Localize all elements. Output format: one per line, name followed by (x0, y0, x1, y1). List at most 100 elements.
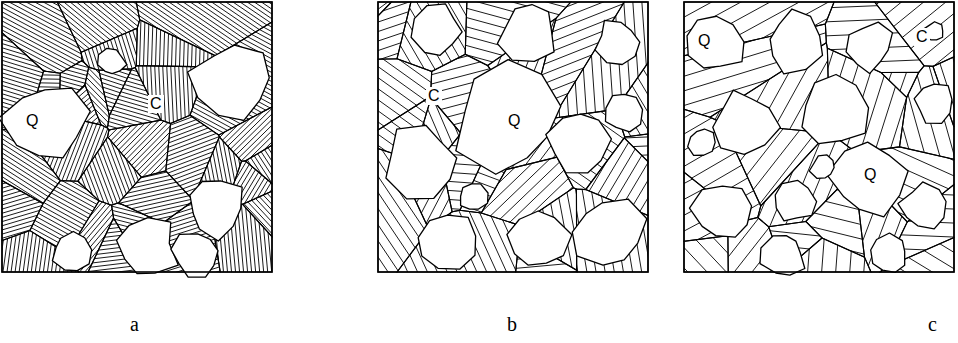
cleavage-line (0, 155, 351, 343)
cleavage-line (0, 0, 378, 297)
cleavage-line (0, 0, 525, 225)
cleavage-line (0, 0, 582, 299)
cleavage-line (0, 336, 526, 343)
cleavage-line (271, 0, 683, 343)
cleavage-line (0, 35, 205, 343)
cleavage-line (349, 0, 500, 343)
cleavage-line (0, 216, 223, 343)
cleavage-line (326, 0, 477, 343)
cleavage-line (0, 0, 477, 343)
cleavage-line (278, 0, 690, 343)
cleavage-line (13, 0, 584, 343)
cleavage-line (0, 0, 461, 340)
cleavage-line (0, 0, 134, 328)
cleavage-line (103, 0, 649, 343)
cleavage-line (0, 0, 467, 330)
cleavage-line (35, 0, 606, 343)
cleavage-line (0, 32, 208, 343)
cleavage-line (0, 0, 508, 247)
calcite-crystal (0, 0, 704, 343)
cleavage-line (135, 0, 681, 343)
cleavage-line (357, 0, 508, 343)
cleavage-line (0, 0, 541, 343)
calcite-crystal (0, 0, 557, 343)
cleavage-line (12, 19, 573, 343)
cleavage-line (264, 0, 676, 343)
cleavage-line (0, 0, 478, 34)
cleavage-line (0, 0, 362, 343)
cleavage-line (353, 20, 765, 343)
cleavage-line (0, 219, 221, 343)
cleavage-line (333, 0, 484, 343)
cleavage-line (0, 0, 634, 204)
cleavage-line (244, 0, 790, 272)
cleavage-line (268, 0, 680, 343)
cleavage-line (0, 0, 331, 343)
cleavage-line (0, 0, 357, 343)
cleavage-line (241, 0, 787, 275)
cleavage-line (538, 0, 689, 343)
cleavage-line (0, 89, 360, 343)
cleavage-line (0, 67, 301, 343)
cleavage-line (0, 0, 299, 343)
cleavage-line (0, 47, 195, 343)
cleavage-line (24, 30, 585, 343)
crystal-boundary (99, 69, 132, 116)
cleavage-line (196, 0, 347, 343)
cleavage-line (128, 26, 699, 343)
cleavage-line (153, 0, 304, 343)
cleavage-line (0, 7, 448, 343)
cleavage-line (374, 33, 786, 343)
cleavage-line (0, 127, 367, 343)
cleavage-line (58, 0, 629, 343)
cleavage-line (0, 0, 533, 211)
cleavage-line (33, 0, 579, 343)
cleavage-line (314, 0, 465, 343)
cleavage-line (0, 0, 362, 343)
cleavage-line (0, 0, 403, 251)
cleavage-line (0, 0, 382, 324)
cleavage-line (0, 0, 479, 290)
cleavage-line (0, 0, 547, 343)
cleavage-line (168, 0, 319, 343)
cleavage-line (0, 0, 117, 317)
cleavage-line (0, 0, 513, 246)
cleavage-line (0, 0, 546, 343)
cleavage-line (133, 0, 679, 343)
cleavage-line (75, 0, 487, 343)
cleavage-line (0, 0, 390, 273)
cleavage-line (0, 332, 525, 343)
cleavage-line (0, 0, 382, 264)
cleavage-line (252, 0, 798, 264)
cleavage-line (0, 0, 611, 67)
cleavage-line (0, 0, 433, 195)
cleavage-line (0, 0, 515, 242)
cleavage-line (0, 0, 374, 343)
cleavage-line (0, 0, 154, 177)
cleavage-line (237, 137, 808, 343)
cleavage-line (0, 0, 431, 343)
cleavage-line (0, 0, 422, 343)
cleavage-line (164, 0, 315, 343)
cleavage-line (162, 0, 708, 343)
cleavage-line (0, 0, 472, 300)
cleavage-line (0, 0, 390, 314)
cleavage-line (0, 0, 675, 126)
cleavage-line (273, 0, 819, 245)
cleavage-line (0, 280, 519, 343)
cleavage-line (0, 0, 459, 343)
cleavage-line (247, 0, 659, 343)
cleavage-line (0, 0, 506, 57)
cleavage-line (17, 0, 429, 343)
cleavage-line (0, 134, 363, 343)
cleavage-line (0, 0, 530, 343)
cleavage-line (0, 0, 626, 218)
cleavage-line (0, 324, 524, 343)
cleavage-line (206, 0, 618, 343)
cleavage-line (0, 0, 361, 329)
cleavage-line (0, 197, 328, 343)
cleavage-line (0, 0, 443, 343)
cleavage-line (220, 0, 632, 343)
cleavage-line (0, 0, 538, 200)
cleavage-line (0, 0, 238, 343)
